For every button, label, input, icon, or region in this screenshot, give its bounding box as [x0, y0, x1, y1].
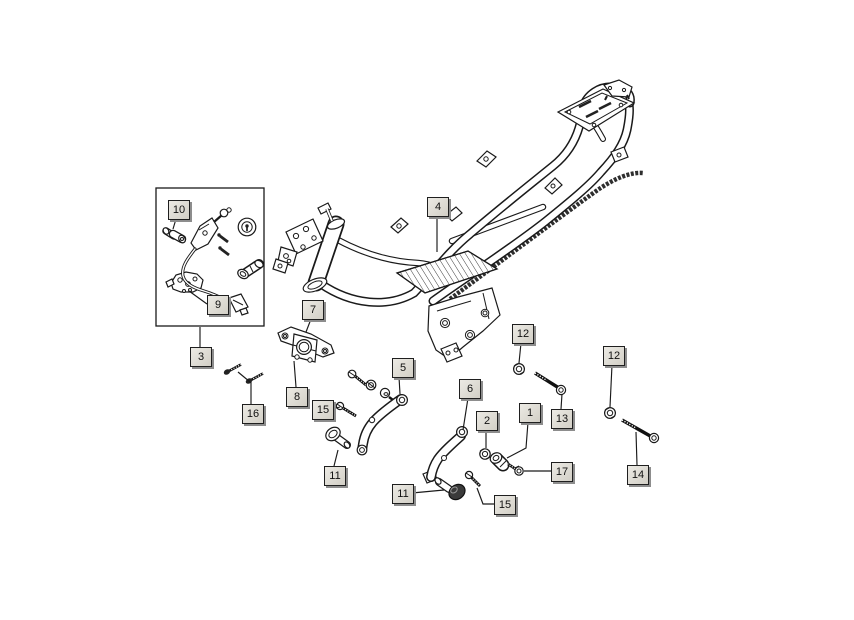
callout-7[interactable]: 7 — [302, 300, 324, 320]
part-17-bolt — [507, 462, 524, 476]
callout-14[interactable]: 14 — [627, 465, 649, 485]
part-lock-pins — [217, 233, 230, 257]
callout-15-left[interactable]: 15 — [312, 400, 334, 420]
callout-9[interactable]: 9 — [207, 295, 229, 315]
part-lock-cylinder — [237, 259, 264, 280]
callout-12-mid[interactable]: 12 — [512, 324, 534, 344]
part-2-nut — [479, 448, 491, 460]
callout-13[interactable]: 13 — [551, 409, 573, 429]
frame-part-4 — [272, 79, 644, 363]
part-11-buffer — [434, 477, 466, 501]
part-5-hardware — [347, 369, 394, 401]
part-15-screw-left — [335, 401, 357, 418]
callout-4[interactable]: 4 — [427, 197, 449, 217]
part-barrel-lock — [237, 217, 257, 237]
part-12-nut-right — [603, 407, 616, 420]
callout-2[interactable]: 2 — [476, 411, 498, 431]
callout-3[interactable]: 3 — [190, 347, 212, 367]
callout-1[interactable]: 1 — [519, 403, 541, 423]
part-14-bolt — [621, 418, 660, 444]
callout-17[interactable]: 17 — [551, 462, 573, 482]
callout-6[interactable]: 6 — [459, 379, 481, 399]
callout-15-bottom[interactable]: 15 — [494, 495, 516, 515]
part-16-screws — [223, 363, 264, 384]
part-12-nut-mid — [512, 363, 525, 376]
part-7-8-clamp-bracket — [277, 326, 335, 363]
callout-10[interactable]: 10 — [168, 200, 190, 220]
leader-lines — [172, 216, 638, 505]
callout-16[interactable]: 16 — [242, 404, 264, 424]
part-6-bracket-strap — [422, 426, 469, 484]
part-15-screw-bottom — [464, 470, 481, 487]
callout-5[interactable]: 5 — [392, 358, 414, 378]
callout-12-right[interactable]: 12 — [603, 346, 625, 366]
part-10-lock-cylinders — [162, 227, 187, 244]
part-5-bracket-strap — [356, 394, 409, 456]
part-11-rubber-stud — [325, 426, 351, 449]
part-1-bushing — [489, 452, 510, 472]
part-13-bolt — [534, 371, 567, 396]
callout-11-left[interactable]: 11 — [324, 466, 346, 486]
callout-8[interactable]: 8 — [286, 387, 308, 407]
callout-11-bottom[interactable]: 11 — [392, 484, 414, 504]
